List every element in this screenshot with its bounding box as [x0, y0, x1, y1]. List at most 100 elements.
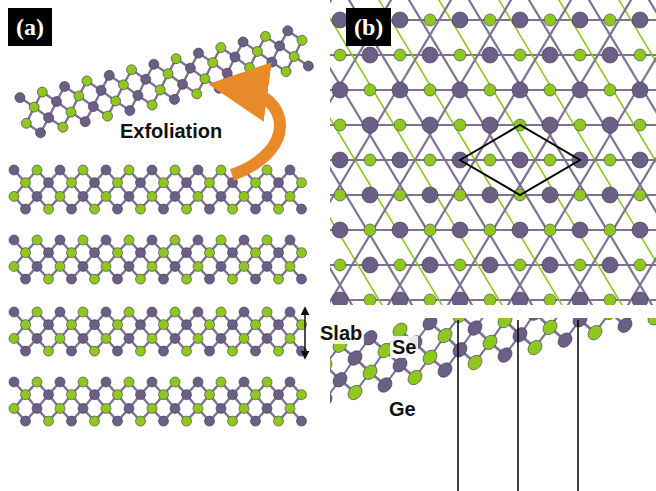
ge-atom: [239, 377, 249, 387]
se-atom: [228, 346, 238, 356]
ge-atom: [136, 178, 146, 188]
ge-atom: [452, 12, 468, 28]
ge-atom: [44, 390, 54, 400]
ge-atom: [14, 92, 26, 104]
se-atom: [182, 346, 192, 356]
ge-atom: [512, 12, 528, 28]
ge-atom: [632, 152, 648, 168]
se-atom: [228, 204, 238, 214]
ge-atom: [632, 82, 648, 98]
ge-atom: [193, 165, 203, 175]
se-atom: [334, 189, 346, 201]
se-atom: [101, 333, 111, 343]
ge-atom: [50, 95, 62, 107]
ge-atom: [132, 89, 144, 101]
ge-atom: [392, 152, 408, 168]
ge-atom: [32, 333, 42, 343]
ge-atom: [363, 329, 377, 346]
ge-atom: [55, 307, 65, 317]
se-atom: [274, 346, 284, 356]
ge-atom: [136, 390, 146, 400]
se-atom: [9, 333, 19, 343]
ge-atom: [170, 333, 180, 343]
se-atom: [32, 235, 42, 245]
ge-atom: [213, 82, 225, 94]
se-atom: [136, 346, 146, 356]
se-atom: [78, 165, 88, 175]
ge-atom: [392, 222, 408, 238]
se-atom: [228, 416, 238, 426]
ge-atom: [21, 274, 31, 284]
ge-atom: [44, 320, 54, 330]
ge-atom: [362, 187, 378, 203]
se-atom: [113, 320, 123, 330]
se-atom: [634, 49, 646, 61]
se-atom: [55, 191, 65, 201]
se-atom: [274, 274, 284, 284]
ge-atom: [251, 204, 261, 214]
ge-atom: [422, 257, 438, 273]
ge-atom: [482, 47, 498, 63]
se-atom: [21, 320, 31, 330]
ge-atom: [239, 235, 249, 245]
ge-atom: [393, 356, 407, 373]
ge-atom: [572, 82, 588, 98]
ge-atom: [239, 307, 249, 317]
ge-atom: [168, 93, 180, 105]
ge-atom: [59, 80, 71, 92]
ge-atom: [124, 403, 134, 413]
ge-atom: [228, 390, 238, 400]
se-atom: [65, 106, 77, 118]
ge-atom: [332, 222, 348, 238]
se-atom: [170, 235, 180, 245]
ge-atom: [602, 117, 618, 133]
se-atom: [124, 165, 134, 175]
ge-atom: [101, 377, 111, 387]
ge-atom: [90, 248, 100, 258]
ge-atom: [44, 178, 54, 188]
panel-label-box: (a): [8, 8, 52, 46]
se-atom: [544, 224, 556, 236]
ge-atom: [67, 346, 77, 356]
se-atom: [113, 248, 123, 258]
se-atom: [498, 318, 512, 329]
ge-atom: [274, 248, 284, 258]
ge-atom: [78, 191, 88, 201]
se-atom: [21, 390, 31, 400]
se-atom: [20, 117, 32, 129]
se-atom: [634, 259, 646, 271]
ge-atom: [78, 261, 88, 271]
se-atom: [604, 14, 616, 26]
ge-atom: [159, 416, 169, 426]
se-atom: [262, 377, 272, 387]
bulk-slab: [9, 235, 307, 284]
se-atom: [216, 377, 226, 387]
ge-atom: [285, 377, 295, 387]
se-atom: [216, 235, 226, 245]
ge-atom: [362, 47, 378, 63]
ge-atom: [332, 292, 348, 305]
se-atom: [215, 41, 227, 53]
se-atom: [78, 235, 88, 245]
ge-atom: [482, 187, 498, 203]
ge-atom: [362, 117, 378, 133]
ge-atom: [297, 416, 307, 426]
se-atom: [514, 259, 526, 271]
ge-atom: [216, 403, 226, 413]
se-atom: [199, 73, 211, 85]
se-atom: [21, 178, 31, 188]
se-atom: [239, 191, 249, 201]
se-atom: [363, 364, 377, 381]
ge-atom: [602, 257, 618, 273]
se-atom: [424, 224, 436, 236]
se-atom: [394, 119, 406, 131]
ge-atom: [216, 261, 226, 271]
ge-atom: [21, 346, 31, 356]
se-atom: [28, 101, 40, 113]
ge-atom: [251, 416, 261, 426]
ge-atom: [297, 204, 307, 214]
ge-atom: [148, 58, 160, 70]
ge-atom: [159, 274, 169, 284]
se-atom: [124, 377, 134, 387]
ge-atom: [21, 204, 31, 214]
